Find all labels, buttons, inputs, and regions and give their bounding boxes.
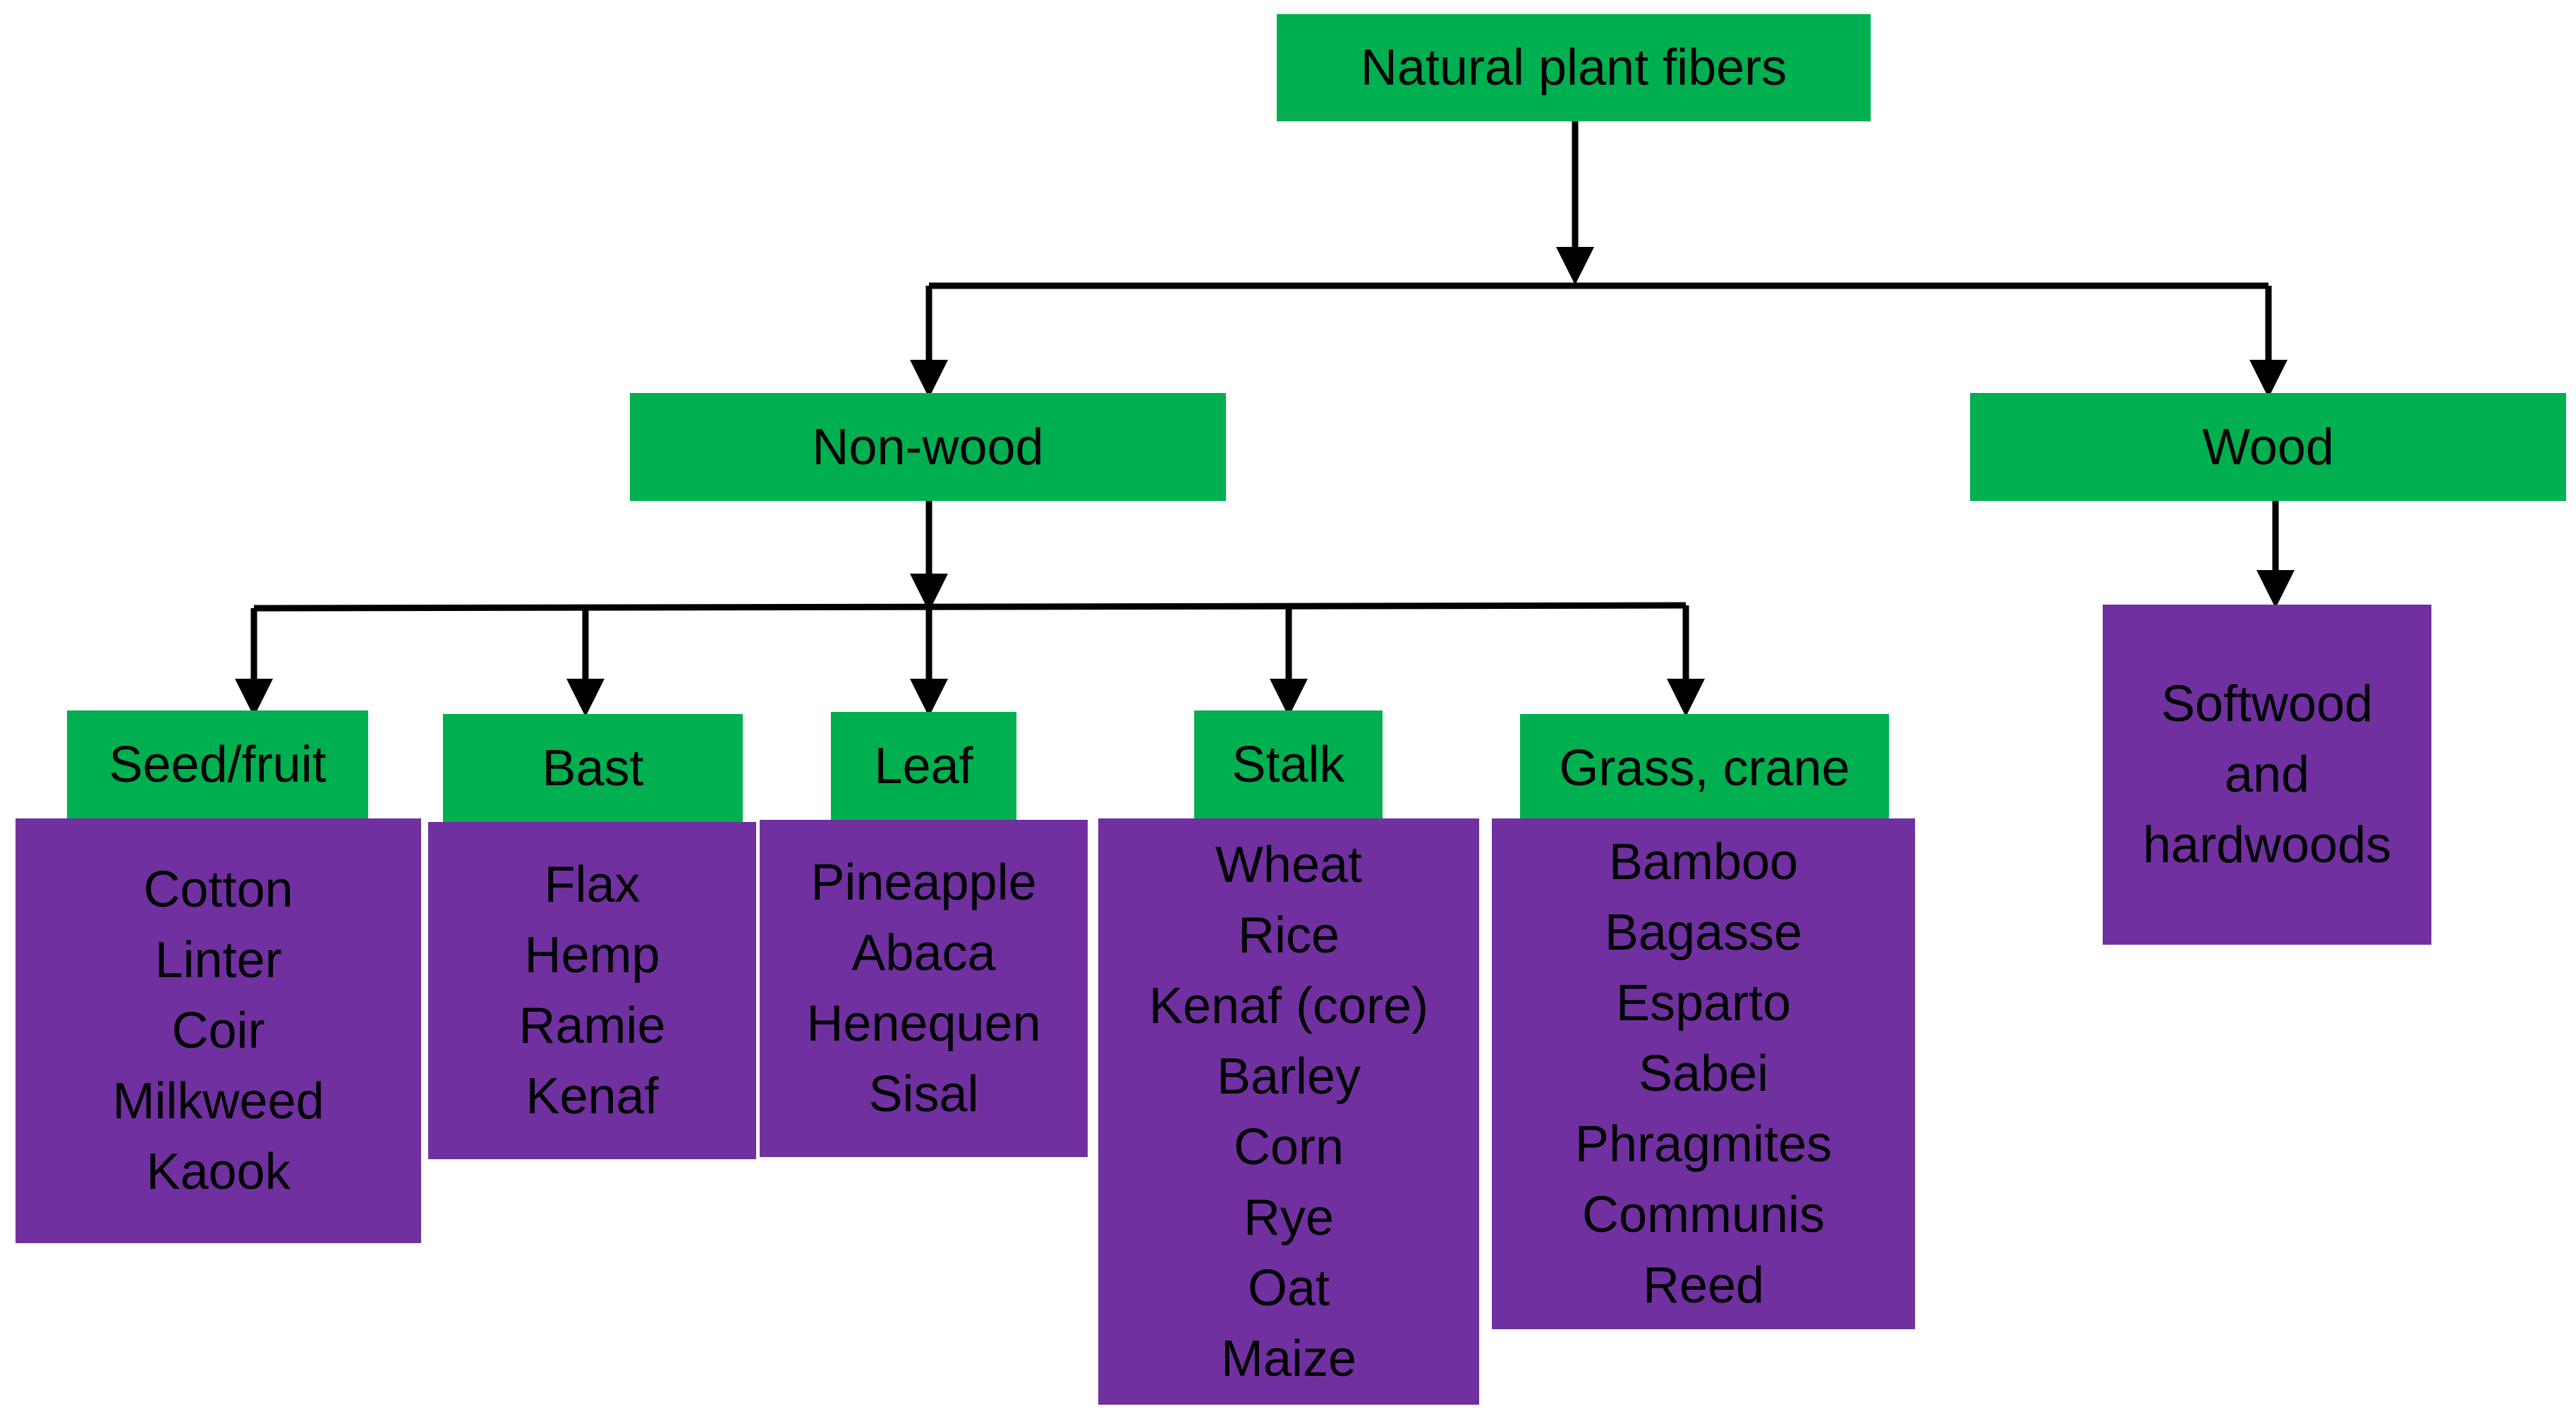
list-item: Henequen xyxy=(806,996,1041,1052)
category-label: Bast xyxy=(542,739,644,797)
list-stalk: Wheat Rice Kenaf (core) Barley Corn Rye … xyxy=(1098,818,1479,1405)
root-node: Natural plant fibers xyxy=(1277,14,1871,121)
list-leaf: Pineapple Abaca Henequen Sisal xyxy=(760,820,1088,1157)
list-item: Communis xyxy=(1581,1187,1825,1243)
list-item: Reed xyxy=(1642,1257,1765,1314)
wood-list-line: hardwoods xyxy=(2142,817,2392,873)
list-item: Milkweed xyxy=(112,1073,324,1130)
category-label: Stalk xyxy=(1232,736,1345,793)
list-item: Flax xyxy=(544,857,640,913)
list-item: Corn xyxy=(1233,1118,1344,1175)
list-bast: Flax Hemp Ramie Kenaf xyxy=(428,822,756,1159)
level2-bar xyxy=(253,602,1687,612)
category-label: Grass, crane xyxy=(1559,739,1850,797)
wood-list-line: Softwood xyxy=(2161,676,2374,732)
list-item: Phragmites xyxy=(1574,1116,1833,1173)
wood-list-line: and xyxy=(2224,746,2310,803)
category-grass-crane: Grass, crane xyxy=(1520,714,1889,822)
wood-list: Softwood and hardwoods xyxy=(2103,605,2431,945)
list-item: Coir xyxy=(171,1003,265,1059)
category-label: Seed/fruit xyxy=(109,736,327,793)
list-item: Rice xyxy=(1237,907,1340,964)
list-item: Abaca xyxy=(851,925,996,981)
list-item: Hemp xyxy=(524,927,660,984)
wood-node: Wood xyxy=(1970,393,2566,501)
list-item: Barley xyxy=(1216,1048,1361,1105)
list-item: Ramie xyxy=(518,998,666,1054)
category-bast: Bast xyxy=(443,714,743,822)
list-item: Bagasse xyxy=(1604,904,1803,961)
category-stalk: Stalk xyxy=(1194,710,1383,818)
list-item: Bamboo xyxy=(1608,834,1799,890)
category-seed-fruit: Seed/fruit xyxy=(67,710,368,818)
category-leaf: Leaf xyxy=(831,712,1016,820)
list-item: Esparto xyxy=(1615,975,1792,1031)
list-grass-crane: Bamboo Bagasse Esparto Sabei Phragmites … xyxy=(1492,818,1915,1329)
list-item: Sisal xyxy=(868,1066,979,1122)
list-item: Kenaf (core) xyxy=(1148,977,1429,1034)
nonwood-node-label: Non-wood xyxy=(812,418,1044,476)
list-item: Kenaf xyxy=(525,1068,659,1125)
wood-node-label: Wood xyxy=(2202,418,2334,476)
category-label: Leaf xyxy=(874,737,973,794)
list-item: Pineapple xyxy=(810,854,1037,911)
root-node-label: Natural plant fibers xyxy=(1360,40,1787,96)
list-item: Linter xyxy=(154,932,282,988)
list-item: Rye xyxy=(1243,1189,1335,1246)
list-item: Maize xyxy=(1220,1330,1357,1387)
nonwood-node: Non-wood xyxy=(630,393,1226,501)
list-item: Kaook xyxy=(146,1144,291,1200)
list-seed-fruit: Cotton Linter Coir Milkweed Kaook xyxy=(16,818,421,1243)
list-item: Cotton xyxy=(143,861,293,918)
list-item: Sabei xyxy=(1638,1046,1769,1102)
list-item: Oat xyxy=(1247,1259,1330,1317)
list-item: Wheat xyxy=(1215,836,1363,893)
